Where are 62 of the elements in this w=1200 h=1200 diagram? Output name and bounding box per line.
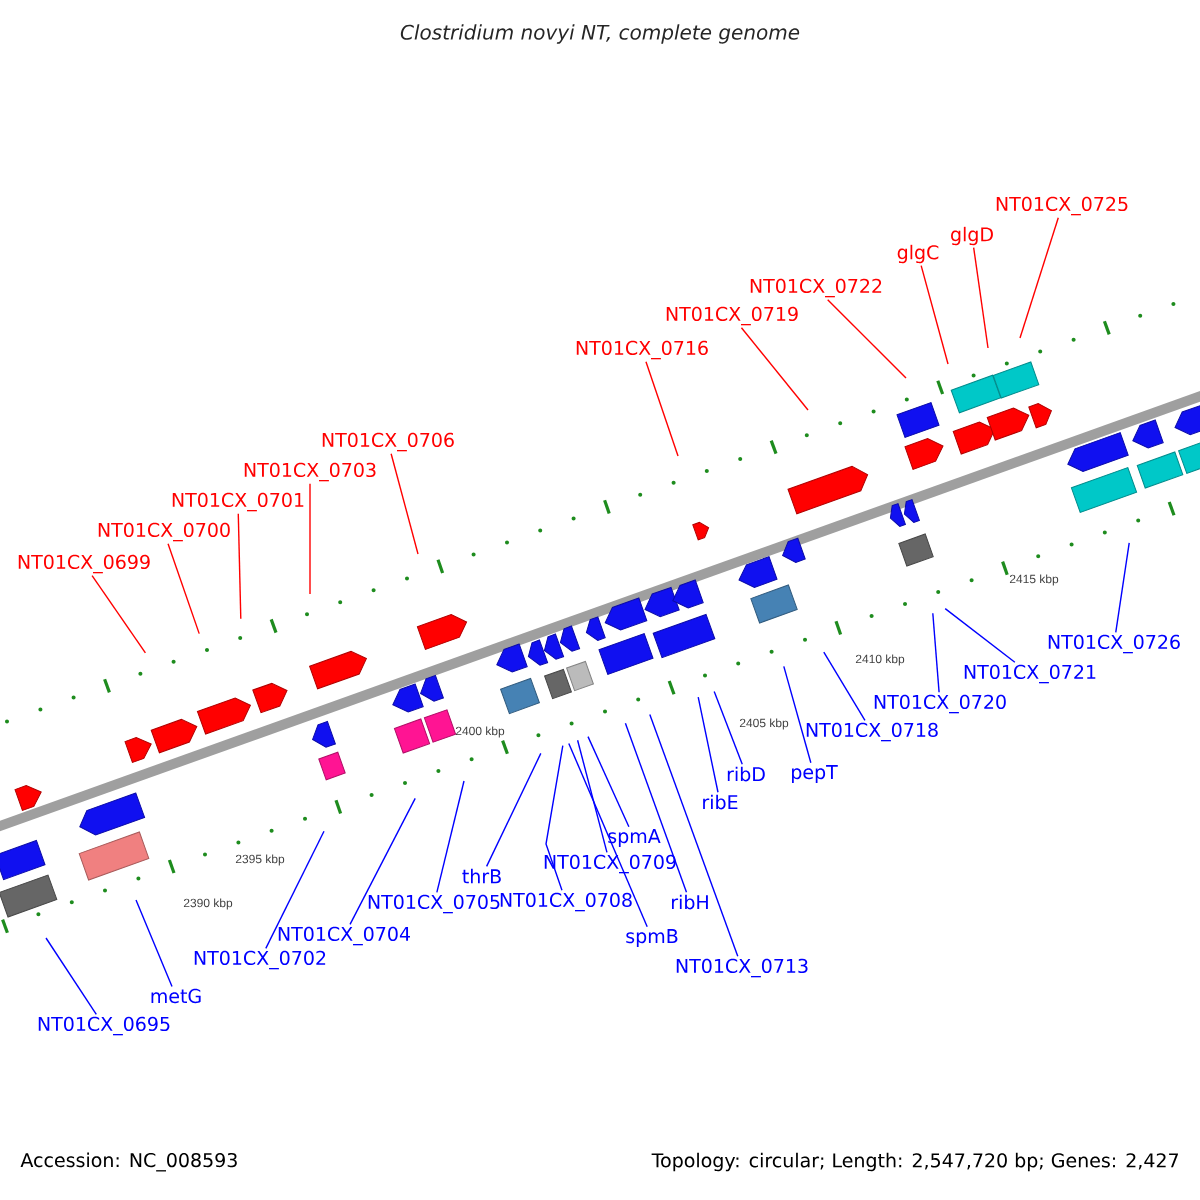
gene-label: NT01CX_0722 [750,278,882,298]
leader-line [920,264,949,365]
gene-label: NT01CX_0720 [874,694,1006,714]
gene-label: NT01CX_0726 [1048,634,1180,654]
footer-text: Topology: circular; Length: 2,547,720 bp; Genes: 2,427 [651,1152,1178,1172]
gene-label: NT01CX_0721 [964,664,1096,684]
leader-line [697,696,719,793]
gene-label: NT01CX_0716 [576,340,708,360]
leader-line [349,797,416,926]
leader-line [568,742,648,928]
leader-line [1115,542,1130,634]
gene-label: glgC [897,244,939,264]
leader-line [823,651,866,722]
gene-label: thrB [462,868,501,884]
leader-line [309,483,311,595]
leader-line [237,513,242,620]
gene-label: NT01CX_0703 [244,462,376,482]
leader-line [91,575,147,654]
leader-line [436,780,465,894]
leader-line [645,361,679,457]
gene-label: NT01CX_0704 [278,926,410,946]
footer-text: Accession: NC_008593 [20,1152,237,1172]
gene-label: metG [151,988,201,1004]
gene-label: pepT [792,765,838,783]
leader-line [45,937,97,1016]
leader-line [649,713,739,958]
gene-label: NT01CX_0700 [98,522,230,542]
leader-line [545,744,564,892]
gene-label: NT01CX_0702 [194,950,326,970]
gene-label: NT01CX_0713 [676,958,808,978]
leader-line [135,899,173,988]
leader-line [783,665,812,764]
leader-line [740,327,809,411]
gene-label: NT01CX_0708 [500,892,632,912]
leader-line [1019,217,1059,339]
leader-line [944,607,1016,664]
leader-line [576,739,608,854]
leader-line [713,690,743,765]
gene-label: NT01CX_0701 [172,492,304,512]
leader-line [624,722,688,893]
leader-line [485,752,542,868]
gene-label: ribD [727,766,765,782]
gene-label: NT01CX_0705 [368,894,500,914]
leader-line [972,246,989,349]
gene-label: ribE [703,794,738,810]
gene-label: glgD [951,226,993,246]
leader-line [390,453,419,555]
gene-label: NT01CX_0695 [38,1016,170,1036]
gene-label: NT01CX_0719 [666,306,798,326]
leader-line [827,299,907,379]
gene-label: NT01CX_0706 [322,432,454,452]
title: Clostridium novyi NT, complete genome [400,24,800,44]
gene-label: spmA [608,829,661,847]
leader-line [932,612,940,694]
leader-line [265,830,325,950]
gene-label: NT01CX_0699 [18,554,150,574]
leader-line [167,543,200,635]
leader-line [587,735,630,828]
gene-label: ribH [672,894,708,910]
gene-label: NT01CX_0725 [996,196,1128,216]
gene-label: spmB [626,929,678,947]
gene-label: NT01CX_0718 [806,722,938,742]
